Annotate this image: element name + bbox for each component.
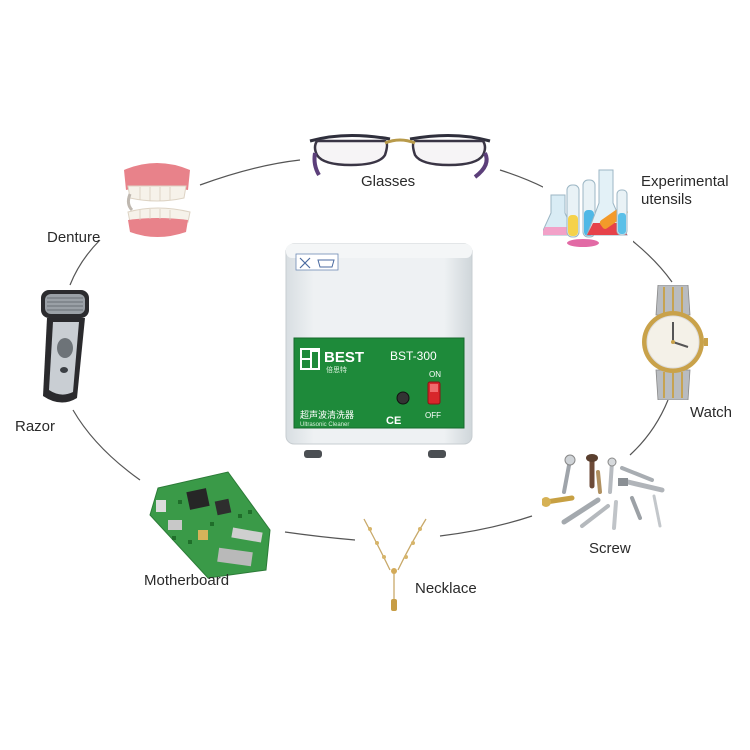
label-necklace: Necklace — [415, 580, 477, 597]
label-screw: Screw — [589, 540, 631, 557]
arc-screw-necklace — [439, 515, 533, 537]
off-label: OFF — [425, 411, 441, 420]
arc-denture-glasses — [199, 159, 301, 186]
product-name-en: Ultrasonic Cleaner — [300, 422, 349, 428]
tank-warning-icon — [295, 253, 339, 271]
control-knob[interactable] — [396, 391, 410, 405]
ce-mark: CE — [386, 415, 401, 427]
glasses-image — [309, 133, 491, 179]
model-number: BST-300 — [390, 349, 437, 363]
label-glasses: Glasses — [361, 173, 416, 190]
arc-razor-denture — [69, 239, 101, 286]
best-logo-icon — [300, 348, 320, 370]
label-watch: Watch — [690, 404, 732, 421]
lab-glassware-image — [543, 155, 633, 250]
denture-image — [124, 163, 191, 237]
watch-image — [642, 285, 708, 400]
ultrasonic-cleaner-device: BEST 倍思特 BST-300 ON OFF CE 超声波清洗器 Ultras… — [285, 243, 473, 458]
brand-name: BEST — [324, 349, 364, 366]
label-motherboard: Motherboard — [144, 572, 230, 589]
label-razor: Razor — [15, 418, 56, 435]
arc-glasses-experimental — [499, 169, 546, 189]
arc-watch-screw — [629, 399, 669, 456]
label-experimental-line2: utensils — [641, 191, 692, 208]
arc-necklace-motherboard — [284, 531, 356, 541]
motherboard-image — [149, 471, 271, 579]
necklace-image — [363, 518, 427, 611]
label-experimental-line1: Experimental — [641, 173, 729, 190]
screws-image — [542, 454, 665, 530]
razor-image — [41, 290, 89, 403]
label-denture: Denture — [47, 229, 101, 246]
brand-name-cn: 倍思特 — [326, 365, 347, 374]
on-label: ON — [429, 370, 441, 379]
product-name-cn: 超声波清洗器 — [300, 409, 354, 421]
label-experimental-utensils: Experimental utensils — [641, 173, 729, 209]
arc-motherboard-razor — [72, 409, 141, 481]
